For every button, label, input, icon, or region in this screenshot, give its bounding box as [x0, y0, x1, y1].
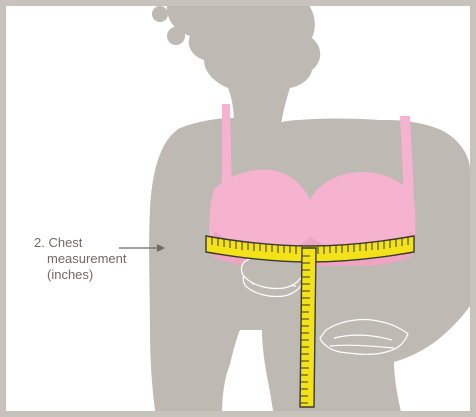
- hair-curl: [167, 27, 185, 45]
- caption-line-3: (inches): [34, 267, 174, 283]
- hair-curl: [152, 6, 168, 22]
- measuring-tape-vertical: [300, 248, 316, 407]
- caption-line-1: 2. Chest: [34, 235, 174, 251]
- caption-line-2: measurement: [34, 251, 174, 267]
- chest-measurement-label: 2. Chest measurement (inches): [34, 235, 174, 283]
